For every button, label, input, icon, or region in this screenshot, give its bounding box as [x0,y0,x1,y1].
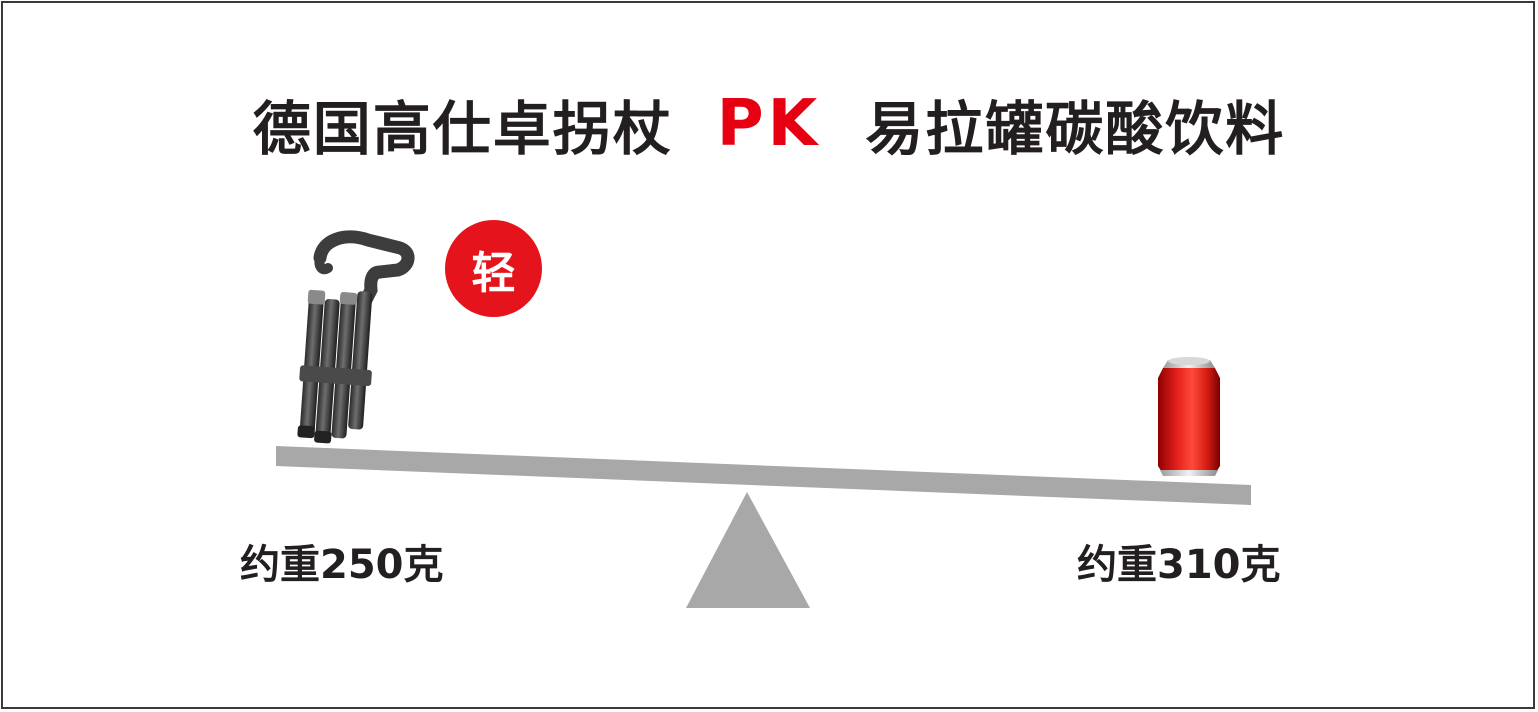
page-title: 德国高仕卓拐杖 PK 易拉罐碳酸饮料 [0,82,1538,166]
title-right-product: 易拉罐碳酸饮料 [865,95,1286,163]
light-badge: 轻 [445,220,542,317]
title-versus: PK [716,87,822,161]
cane-weight-label: 约重250克 [240,542,444,588]
balance-beam [276,446,1251,505]
light-badge-label: 轻 [471,247,516,299]
folding-cane-image [297,230,415,444]
title-left-product: 德国高仕卓拐杖 [252,95,673,163]
can-weight-label: 约重310克 [1077,542,1281,588]
fulcrum-triangle [686,492,810,608]
soda-can-image [1158,357,1220,476]
